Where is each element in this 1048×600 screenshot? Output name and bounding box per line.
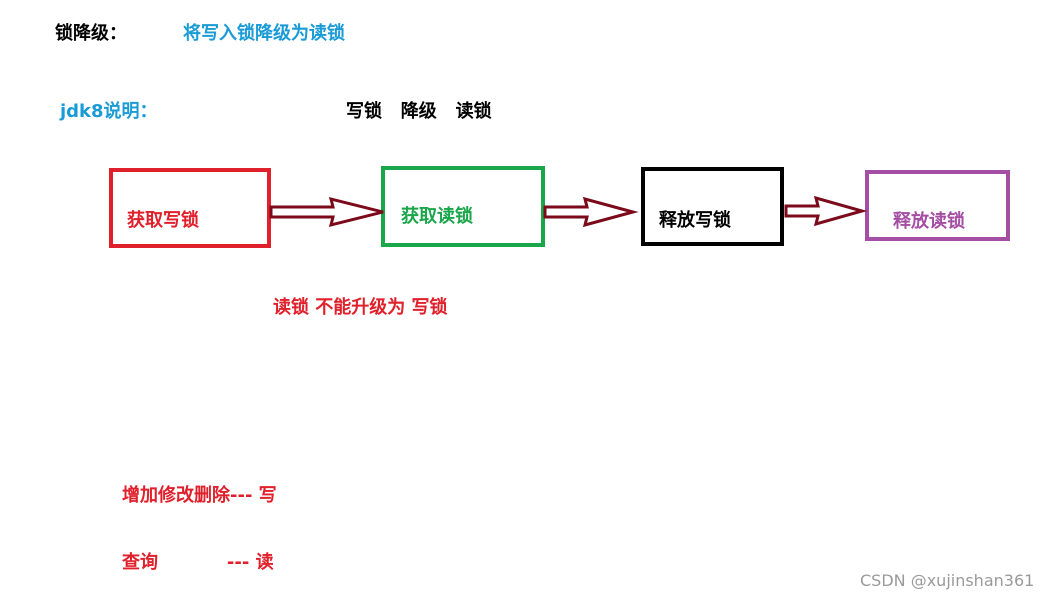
flow-step-acquire-write-lock: 获取写锁 <box>109 168 271 248</box>
read-operations-mapping: 查询 --- 读 <box>122 552 274 573</box>
no-upgrade-note: 读锁 不能升级为 写锁 <box>273 297 448 318</box>
csdn-watermark: CSDN @xujinshan361 <box>860 571 1035 590</box>
flow-step-label: 获取写锁 <box>127 210 199 231</box>
lock-downgrade-description: 将写入锁降级为读锁 <box>183 23 345 44</box>
section-label-lock-downgrade: 锁降级： <box>55 23 127 44</box>
jdk8-label: jdk8说明： <box>60 101 158 122</box>
jdk8-sequence: 写锁 降级 读锁 <box>346 101 492 122</box>
flow-step-label: 释放写锁 <box>659 210 731 231</box>
flow-step-label: 获取读锁 <box>401 206 473 227</box>
arrow-icon <box>784 195 868 227</box>
flow-step-acquire-read-lock: 获取读锁 <box>381 166 545 247</box>
flow-step-release-read-lock: 释放读锁 <box>865 170 1010 241</box>
arrow-icon <box>269 196 384 228</box>
write-operations-mapping: 增加修改删除--- 写 <box>122 485 277 506</box>
flow-step-label: 释放读锁 <box>893 211 965 232</box>
arrow-icon <box>543 196 639 228</box>
flow-step-release-write-lock: 释放写锁 <box>641 167 784 246</box>
